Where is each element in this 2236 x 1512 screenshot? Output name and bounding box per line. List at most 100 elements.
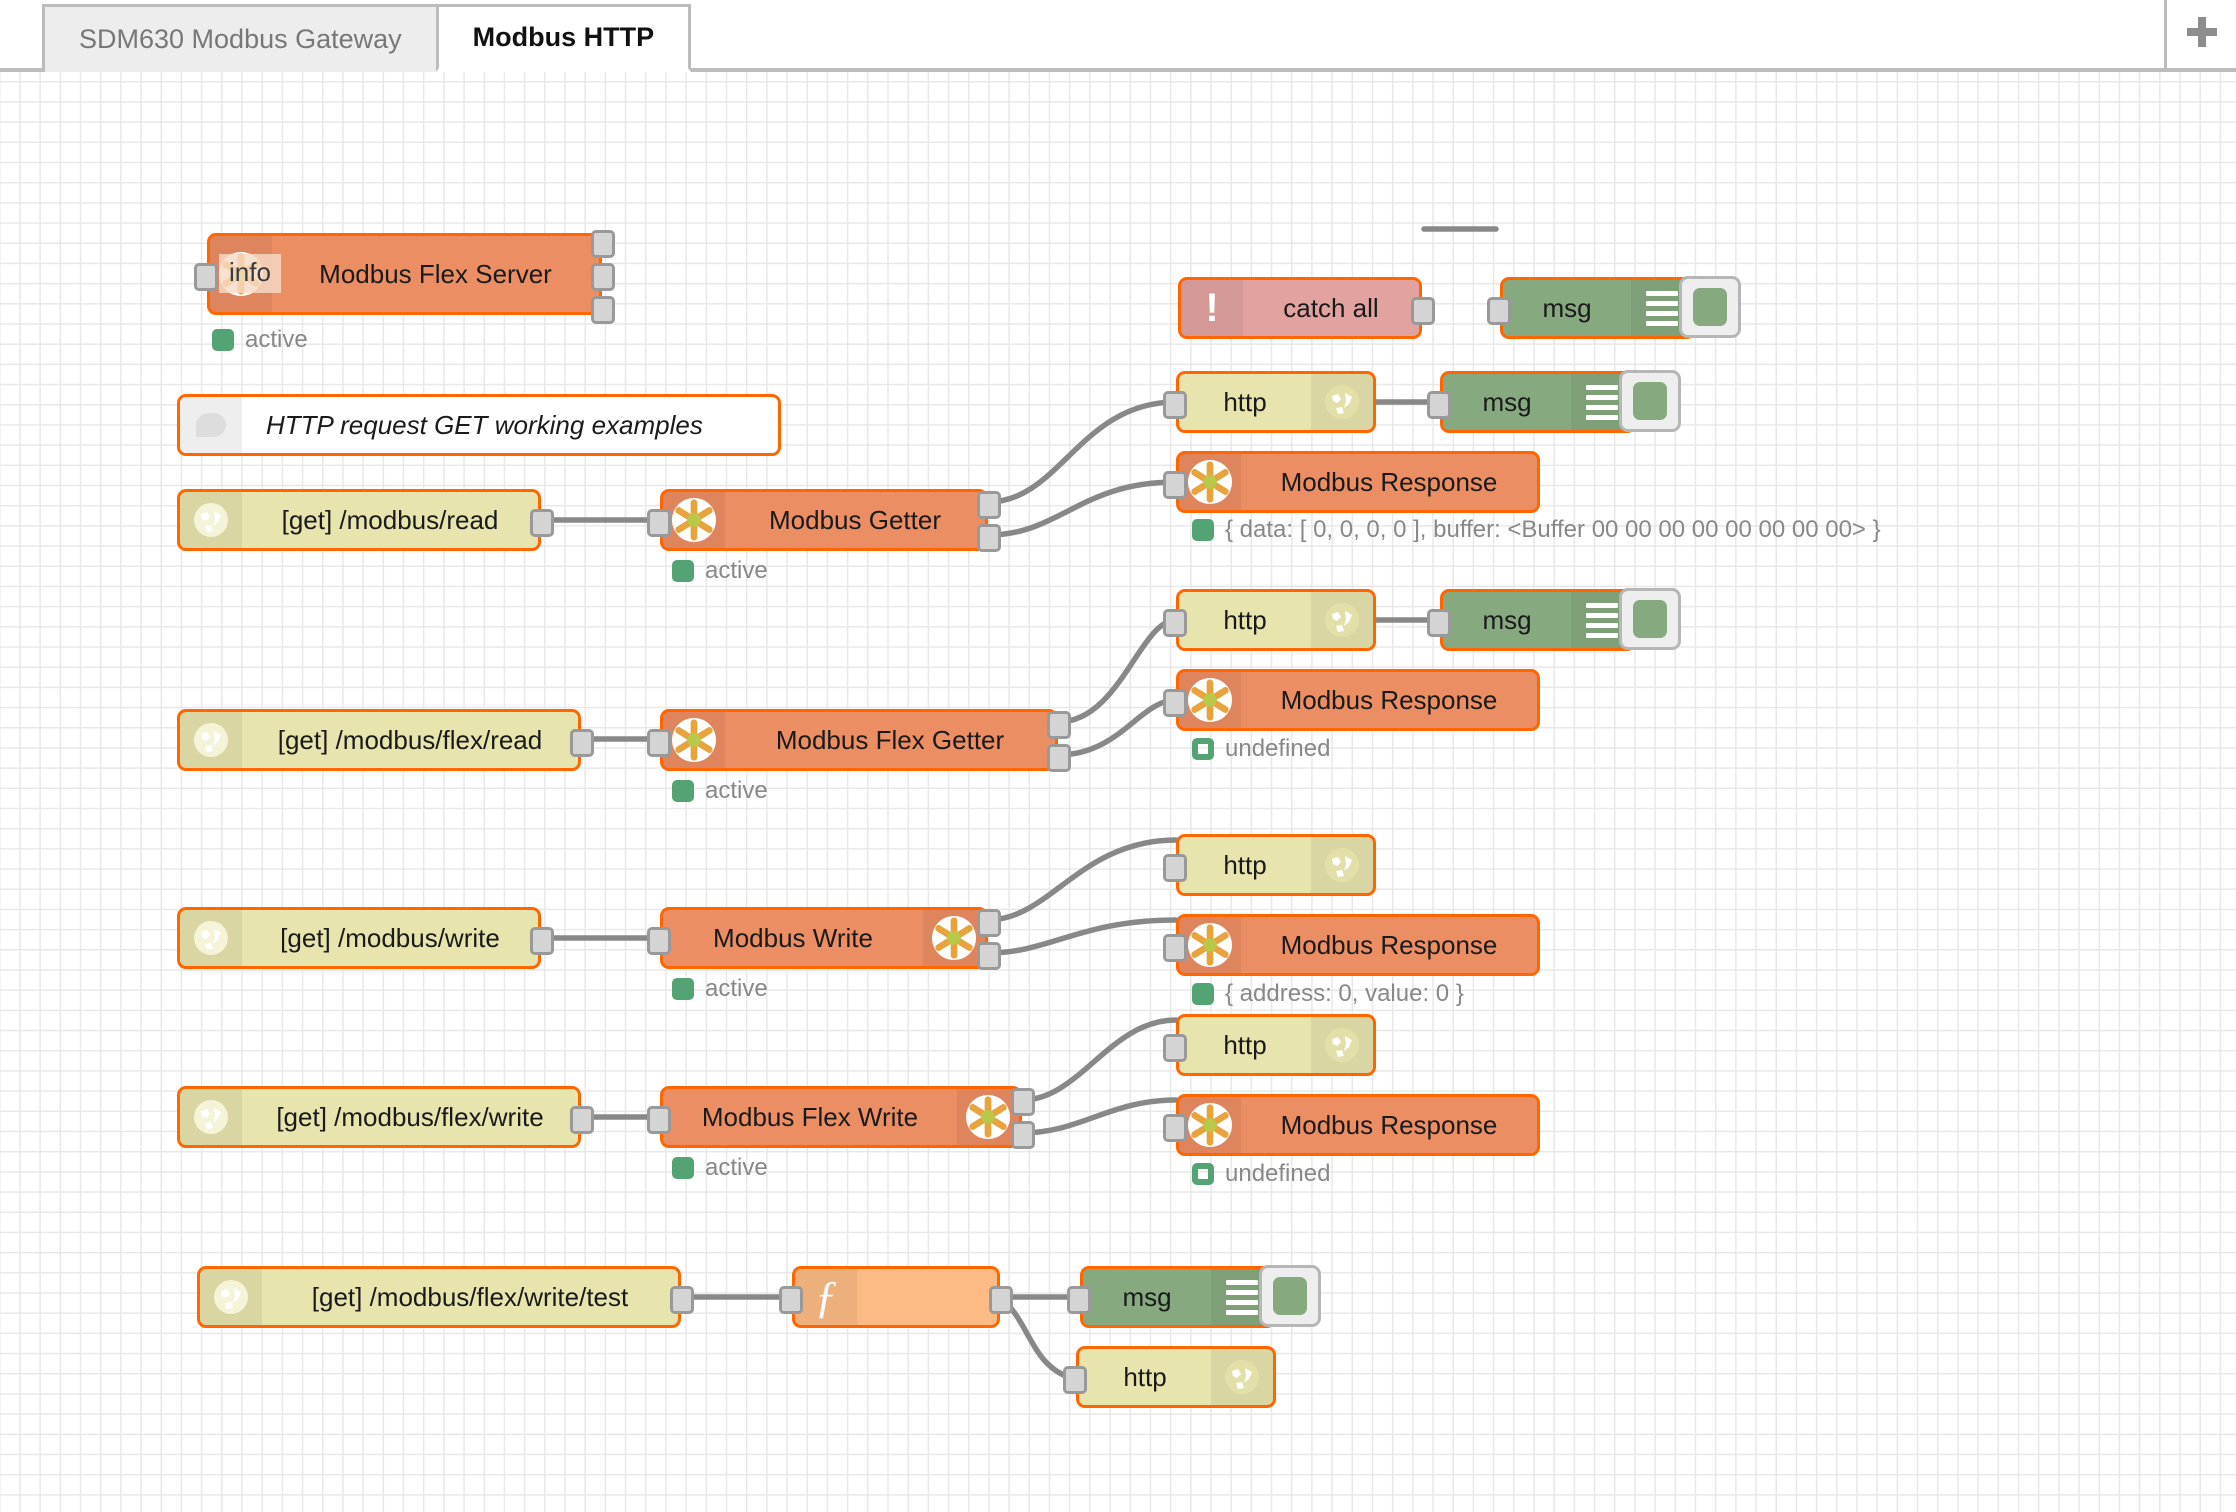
input-port[interactable] xyxy=(647,509,671,537)
input-port[interactable] xyxy=(1163,391,1187,419)
hamburger-glyph xyxy=(1226,1279,1258,1315)
node-http-in-modbus-read[interactable]: [get] /modbus/read xyxy=(177,489,554,551)
add-tab-button[interactable] xyxy=(2164,0,2236,68)
input-port[interactable] xyxy=(1163,689,1187,717)
output-port[interactable] xyxy=(989,1286,1013,1314)
node-debug-2[interactable]: msg xyxy=(1427,588,1681,651)
input-port[interactable] xyxy=(1163,609,1187,637)
output-port[interactable] xyxy=(570,729,594,757)
wire xyxy=(985,479,1179,538)
node-http-response-4[interactable]: http xyxy=(1163,1014,1376,1076)
node-label: msg xyxy=(1122,1281,1172,1312)
input-port[interactable] xyxy=(647,927,671,955)
warning-icon: ! xyxy=(1181,280,1243,336)
node-function[interactable]: ƒ xyxy=(779,1266,1013,1328)
status-dot xyxy=(672,978,694,1000)
node-debug-catch[interactable]: msg xyxy=(1487,276,1741,339)
node-modbus-getter[interactable]: Modbus Getter xyxy=(647,489,1001,552)
debug-toggle-button[interactable] xyxy=(1259,1265,1321,1327)
output-port[interactable] xyxy=(977,909,1001,937)
input-port[interactable] xyxy=(1163,934,1187,962)
node-label: Modbus Response xyxy=(1280,1109,1498,1140)
input-port[interactable] xyxy=(1067,1286,1091,1314)
wire xyxy=(1055,697,1179,758)
output-port[interactable] xyxy=(670,1286,694,1314)
status-text: active xyxy=(705,975,768,1002)
node-label: Modbus Response xyxy=(1280,929,1498,960)
node-http-in-modbus-flex-write[interactable]: [get] /modbus/flex/write xyxy=(177,1086,594,1148)
debug-toggle-button[interactable] xyxy=(1679,276,1741,338)
node-debug-3[interactable]: msg xyxy=(1067,1265,1321,1328)
node-comment[interactable]: HTTP request GET working examples xyxy=(177,394,781,456)
node-http-response-5[interactable]: http xyxy=(1063,1346,1276,1408)
input-port[interactable] xyxy=(1163,1114,1187,1142)
input-port[interactable] xyxy=(1487,297,1511,325)
node-label: http xyxy=(1123,1361,1167,1392)
input-port[interactable] xyxy=(779,1286,803,1314)
output-port[interactable] xyxy=(977,942,1001,970)
modbus-icon xyxy=(923,910,985,966)
output-port[interactable] xyxy=(977,491,1001,519)
input-port[interactable] xyxy=(1427,391,1451,419)
node-http-response-1[interactable]: http xyxy=(1163,371,1376,433)
node-label: msg xyxy=(1482,386,1532,417)
output-port[interactable] xyxy=(1411,297,1435,325)
node-modbus-response-1[interactable]: Modbus Response xyxy=(1163,451,1540,513)
flow-canvas[interactable]: Modbus Flex Server active info ! catch a… xyxy=(0,72,2236,1512)
output-port[interactable] xyxy=(1011,1121,1035,1149)
modbus-asterisk-icon xyxy=(965,1094,1011,1140)
input-port[interactable] xyxy=(194,263,218,291)
node-modbus-response-3[interactable]: Modbus Response xyxy=(1163,914,1540,976)
status-modbus-response-2: undefined xyxy=(1192,735,1330,763)
status-dot xyxy=(1192,1163,1214,1185)
node-http-in-modbus-flex-read[interactable]: [get] /modbus/flex/read xyxy=(177,709,594,771)
output-port[interactable] xyxy=(1011,1088,1035,1116)
node-debug-1[interactable]: msg xyxy=(1427,370,1681,433)
comment-bubble-icon xyxy=(180,397,242,453)
input-port[interactable] xyxy=(647,729,671,757)
node-label: msg xyxy=(1542,292,1592,323)
input-port[interactable] xyxy=(1163,854,1187,882)
node-catch-all[interactable]: ! catch all xyxy=(1178,277,1435,339)
node-http-in-modbus-write[interactable]: [get] /modbus/write xyxy=(177,907,554,969)
debug-toggle-indicator xyxy=(1633,382,1667,420)
node-modbus-response-4[interactable]: Modbus Response xyxy=(1163,1094,1540,1156)
node-label: Modbus Write xyxy=(713,922,873,953)
input-port[interactable] xyxy=(1163,471,1187,499)
modbus-asterisk-icon xyxy=(1187,459,1233,505)
node-http-in-flex-write-test[interactable]: [get] /modbus/flex/write/test xyxy=(197,1266,694,1328)
node-modbus-flex-getter[interactable]: Modbus Flex Getter xyxy=(647,709,1071,772)
debug-toggle-indicator xyxy=(1273,1277,1307,1315)
output-port[interactable] xyxy=(570,1106,594,1134)
globe-glyph xyxy=(1325,603,1359,637)
node-modbus-response-2[interactable]: Modbus Response xyxy=(1163,669,1540,731)
output-port[interactable] xyxy=(1047,711,1071,739)
node-label: [get] /modbus/read xyxy=(281,504,499,535)
output-port[interactable] xyxy=(530,927,554,955)
debug-toggle-button[interactable] xyxy=(1619,370,1681,432)
status-dot xyxy=(672,780,694,802)
status-text: active xyxy=(705,777,768,804)
output-port[interactable] xyxy=(1047,744,1071,772)
node-http-response-2[interactable]: http xyxy=(1163,589,1376,651)
status-text: undefined xyxy=(1225,1160,1331,1187)
node-modbus-flex-write[interactable]: Modbus Flex Write xyxy=(647,1086,1035,1149)
output-port[interactable] xyxy=(591,230,615,258)
wire xyxy=(1019,1097,1179,1136)
tab-sdm630-modbus-gateway[interactable]: SDM630 Modbus Gateway xyxy=(42,4,439,72)
tab-modbus-http[interactable]: Modbus HTTP xyxy=(435,4,692,72)
input-port[interactable] xyxy=(1163,1034,1187,1062)
input-port[interactable] xyxy=(1427,609,1451,637)
output-port[interactable] xyxy=(530,509,554,537)
node-modbus-write[interactable]: Modbus Write xyxy=(647,907,1001,970)
wire xyxy=(985,399,1179,505)
debug-toggle-button[interactable] xyxy=(1619,588,1681,650)
node-label xyxy=(857,1269,997,1325)
input-port[interactable] xyxy=(1063,1366,1087,1394)
output-port[interactable] xyxy=(977,524,1001,552)
output-port[interactable] xyxy=(591,296,615,324)
input-port[interactable] xyxy=(647,1106,671,1134)
output-port[interactable] xyxy=(591,263,615,291)
node-http-response-3[interactable]: http xyxy=(1163,834,1376,896)
wire xyxy=(985,917,1179,956)
